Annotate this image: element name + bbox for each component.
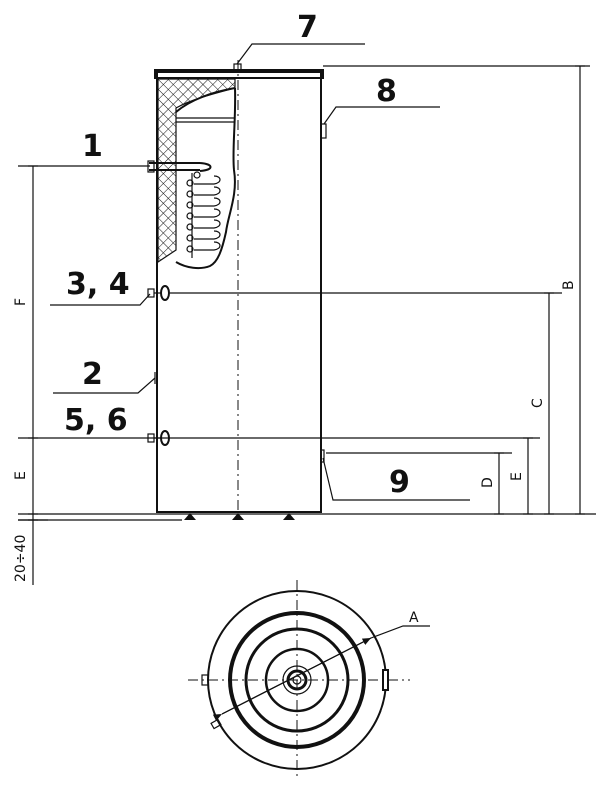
ring-3	[264, 647, 330, 713]
dim-label-A: A	[409, 610, 419, 626]
dim-label-B: B	[561, 280, 577, 290]
callout-1: 1	[82, 129, 103, 164]
fitting-8	[320, 123, 327, 139]
fitting-3-4	[147, 285, 170, 301]
cutaway-break-line	[175, 87, 237, 270]
ring-2	[244, 627, 350, 733]
foot-centre	[232, 513, 244, 520]
callout-5-6: 5, 6	[64, 403, 128, 438]
top-view-fitting-diagonal	[210, 718, 222, 730]
ring-4	[282, 665, 312, 695]
top-view	[188, 580, 430, 780]
side-view	[147, 60, 327, 520]
dim-label-D: D	[480, 477, 496, 488]
callout-9: 9	[389, 465, 410, 500]
foot-left	[184, 513, 196, 520]
diameter-leader	[370, 625, 430, 639]
leader-lines	[50, 43, 470, 501]
top-view-fitting-right	[382, 669, 389, 691]
dimension-lines	[18, 65, 596, 585]
dim-label-F: F	[13, 298, 29, 306]
ring-1	[228, 611, 366, 749]
dim-label-E-right: E	[509, 472, 525, 481]
fitting-9	[320, 449, 325, 463]
inner-tank-wall	[175, 87, 236, 113]
foot-right	[283, 513, 295, 520]
callout-8: 8	[376, 74, 397, 109]
callout-3-4: 3, 4	[66, 267, 130, 302]
dim-label-C: C	[530, 398, 546, 408]
dim-label-E-left: E	[13, 471, 29, 480]
callout-7: 7	[297, 10, 318, 45]
callout-2: 2	[82, 357, 103, 392]
dim-label-feet: 20÷40	[13, 535, 29, 582]
tank-body	[156, 71, 322, 513]
heat-exchanger-coil	[147, 160, 221, 258]
top-view-fitting-left	[201, 674, 209, 686]
